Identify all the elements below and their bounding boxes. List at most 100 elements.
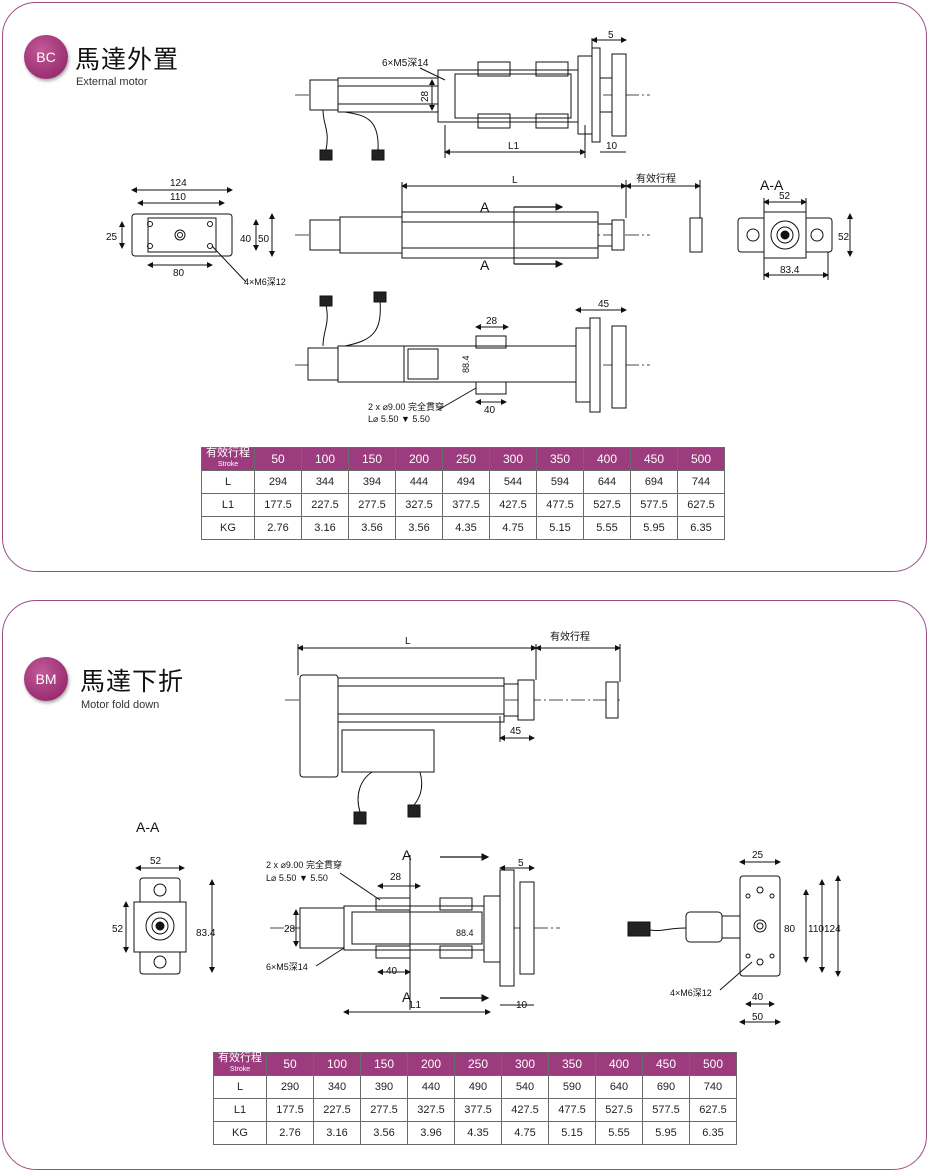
table-cell: 294	[254, 470, 302, 494]
bm-table-col: 350	[548, 1052, 596, 1076]
bm-row-label-l: L	[213, 1075, 267, 1099]
bm-dim-124: 124	[824, 924, 841, 935]
table-row: L 294 344 394 444 494 544 594 644 694 74…	[201, 470, 725, 494]
section-title-bm: 馬達下折	[80, 667, 185, 696]
bc-end-view	[119, 187, 275, 283]
bm-end-view	[627, 859, 841, 1025]
bm-dim-28: 28	[390, 872, 402, 883]
table-cell: 3.56	[395, 516, 443, 540]
table-cell: 344	[301, 470, 349, 494]
bc-bottom-view	[295, 291, 650, 413]
table-row: L1 177.5 227.5 277.5 327.5 377.5 427.5 4…	[213, 1098, 737, 1122]
bc-table-col: 450	[630, 447, 678, 471]
bm-stroke-label: 有效行程	[550, 630, 590, 643]
bm-dim-50: 50	[752, 1012, 764, 1023]
table-cell: 390	[360, 1075, 408, 1099]
bc-row-label-l: L	[201, 470, 255, 494]
bm-dim-10: 10	[516, 1000, 528, 1011]
table-cell: 490	[454, 1075, 502, 1099]
table-cell: 694	[630, 470, 678, 494]
table-cell: 427.5	[501, 1098, 549, 1122]
bc-table-col: 150	[348, 447, 396, 471]
table-cell: 290	[266, 1075, 314, 1099]
section-subtitle-bm: Motor fold down	[81, 699, 160, 711]
table-cell: 327.5	[407, 1098, 455, 1122]
bc-dim-25: 25	[106, 232, 118, 243]
table-cell: 327.5	[395, 493, 443, 517]
bc-section-aa	[737, 198, 853, 280]
table-cell: 690	[642, 1075, 690, 1099]
table-cell: 427.5	[489, 493, 537, 517]
table-cell: 177.5	[266, 1098, 314, 1122]
table-cell: 627.5	[689, 1098, 737, 1122]
table-cell: 3.16	[301, 516, 349, 540]
table-cell: 2.76	[266, 1121, 314, 1145]
bc-table-header-stroke: 有效行程 Stroke	[201, 447, 255, 471]
bc-dim-40b: 40	[484, 405, 496, 416]
table-cell: 277.5	[348, 493, 396, 517]
table-cell: 6.35	[689, 1121, 737, 1145]
bc-dim-10: 10	[606, 141, 618, 152]
bc-dim-88: 88.4	[461, 355, 471, 373]
bm-table-col: 100	[313, 1052, 361, 1076]
bc-dim-83: 83.4	[780, 265, 800, 276]
table-row: KG 2.76 3.16 3.56 3.56 4.35 4.75 5.15 5.…	[201, 516, 725, 540]
bm-dim-40b: 40	[752, 992, 764, 1003]
bc-table-header-row: 有效行程 Stroke 50 100 150 200 250 300 350 4…	[201, 447, 725, 471]
table-cell: 440	[407, 1075, 455, 1099]
bm-dim-28b: 28	[284, 924, 296, 935]
bm-table-col: 250	[454, 1052, 502, 1076]
table-cell: 640	[595, 1075, 643, 1099]
bm-table-col: 50	[266, 1052, 314, 1076]
bc-dim-40: 40	[240, 234, 252, 245]
table-cell: 527.5	[595, 1098, 643, 1122]
bm-dim-52: 52	[150, 856, 162, 867]
bc-table-col: 50	[254, 447, 302, 471]
bc-dim-124: 124	[170, 178, 187, 189]
bm-label-l1: L1	[410, 1000, 422, 1011]
bm-section-a-top: A	[402, 847, 412, 863]
bm-m5-label: 6×M5深14	[266, 962, 308, 972]
table-cell: 277.5	[360, 1098, 408, 1122]
bm-dim-52v: 52	[112, 924, 124, 935]
section-title-bc: 馬達外置	[75, 45, 180, 74]
bc-dim-52v: 52	[838, 232, 850, 243]
bc-table-col: 350	[536, 447, 584, 471]
bm-label-l: L	[405, 636, 411, 647]
section-badge-bm: BM	[24, 657, 68, 701]
bc-spec-table: 有效行程 Stroke 50 100 150 200 250 300 350 4…	[201, 447, 725, 540]
bc-section-aa-title: A-A	[760, 177, 784, 193]
bm-dim-88: 88.4	[456, 928, 474, 938]
bm-row-label-l1: L1	[213, 1098, 267, 1122]
table-cell: 5.15	[536, 516, 584, 540]
section-bc-drawing: 6×M5深14 28 L1 5 10 124 110 80 25 40 50 4…	[106, 30, 853, 424]
bc-table-col: 300	[489, 447, 537, 471]
bc-table-col: 400	[583, 447, 631, 471]
table-cell: 5.55	[583, 516, 631, 540]
table-cell: 4.35	[442, 516, 490, 540]
bc-dim-5: 5	[608, 30, 614, 41]
bc-hole-label-a: 2 x ⌀9.00 完全貫穿	[368, 401, 444, 412]
bm-m6-label: 4×M6深12	[670, 988, 712, 998]
bc-side-view	[295, 180, 703, 268]
bm-table-col: 400	[595, 1052, 643, 1076]
table-cell: 227.5	[301, 493, 349, 517]
table-cell: 740	[689, 1075, 737, 1099]
table-cell: 227.5	[313, 1098, 361, 1122]
bm-dim-40: 40	[386, 966, 398, 977]
table-cell: 5.55	[595, 1121, 643, 1145]
table-row: L1 177.5 227.5 277.5 327.5 377.5 427.5 4…	[201, 493, 725, 517]
table-row: L 290 340 390 440 490 540 590 640 690 74…	[213, 1075, 737, 1099]
bm-hole-label-a: 2 x ⌀9.00 完全貫穿	[266, 859, 342, 870]
section-badge-bc: BC	[24, 35, 68, 79]
bc-hole-label-b: L⌀ 5.50 ▼ 5.50	[368, 414, 430, 424]
bm-table-header-cn: 有效行程	[218, 1052, 262, 1064]
bc-table-header-cn: 有效行程	[206, 447, 250, 459]
bc-dim-28b: 28	[486, 316, 498, 327]
bc-table-header-en: Stroke	[217, 461, 239, 468]
table-cell: 394	[348, 470, 396, 494]
bc-label-l1: L1	[508, 141, 520, 152]
table-cell: 4.35	[454, 1121, 502, 1145]
bm-dim-25: 25	[752, 850, 764, 861]
table-cell: 644	[583, 470, 631, 494]
